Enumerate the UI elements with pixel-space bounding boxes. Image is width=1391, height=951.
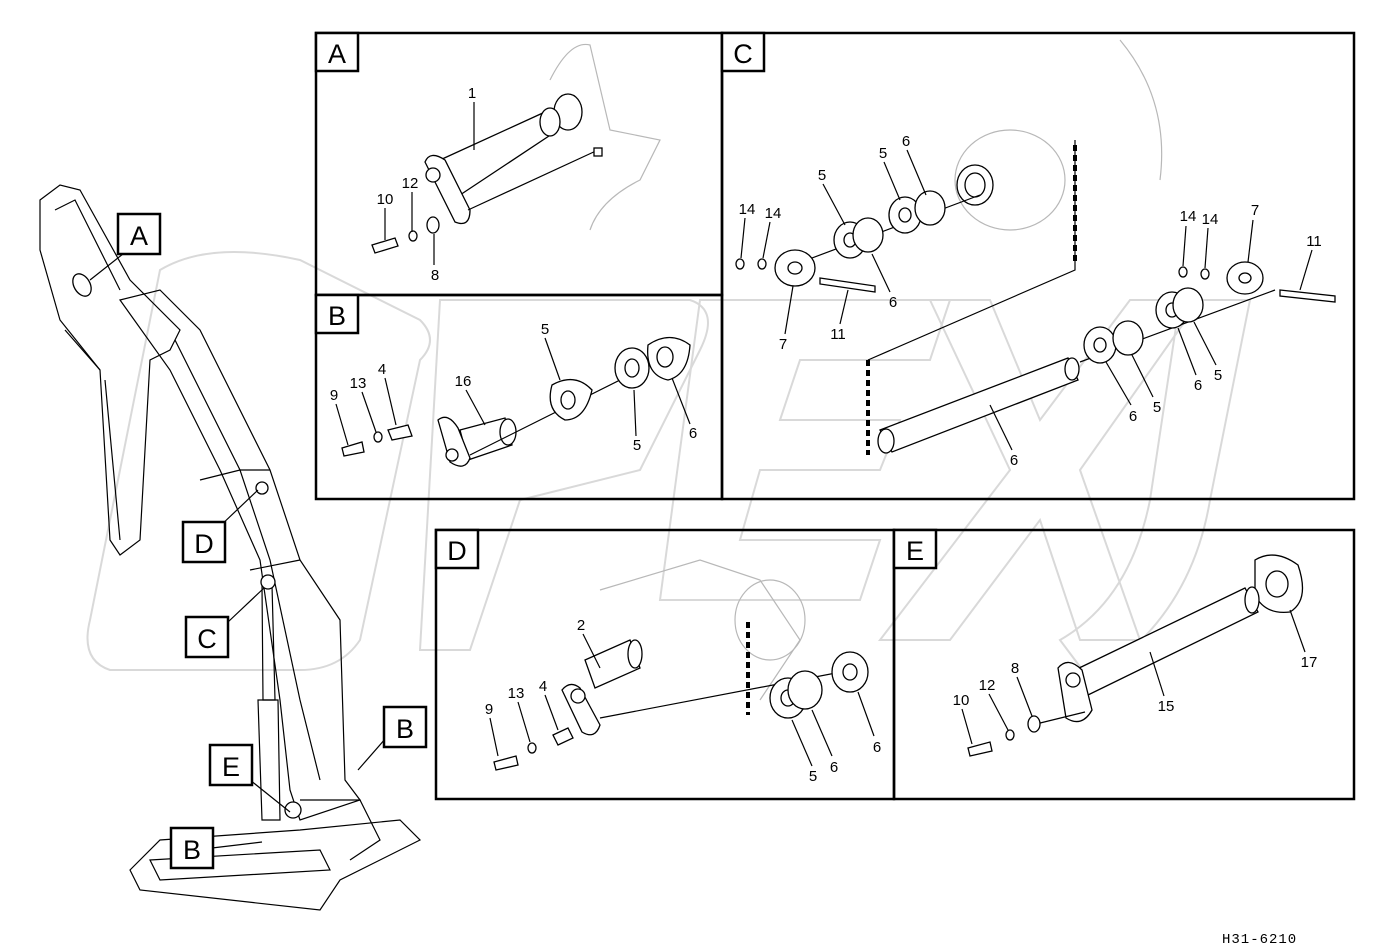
drawing-code: H31-6210 <box>1222 932 1298 948</box>
marker-b-lower[interactable]: B <box>169 826 215 870</box>
callout-c-5a[interactable]: 5 <box>879 145 887 162</box>
callout-d-6b[interactable]: 6 <box>873 739 881 756</box>
callout-e-15[interactable]: 15 <box>1158 698 1175 715</box>
view-c-tag: C <box>720 31 766 73</box>
callout-c-14a[interactable]: 14 <box>739 201 756 218</box>
view-b-tag: B <box>314 293 360 335</box>
callout-c-5d[interactable]: 5 <box>1153 399 1161 416</box>
callout-5-bottom[interactable]: 5 <box>633 437 641 454</box>
detail-view-d: D 2 13 4 9 5 6 6 <box>434 528 896 801</box>
callout-c-6d[interactable]: 6 <box>1129 408 1137 425</box>
callout-d-6a[interactable]: 6 <box>830 759 838 776</box>
callout-c-5c[interactable]: 5 <box>1214 367 1222 384</box>
callout-5-top[interactable]: 5 <box>541 321 549 338</box>
callout-c-14c[interactable]: 14 <box>1180 208 1197 225</box>
view-d-tag: D <box>434 528 480 570</box>
detail-view-b: B 5 13 4 9 16 5 6 <box>314 293 724 501</box>
marker-e[interactable]: E <box>208 743 254 787</box>
callout-e-10[interactable]: 10 <box>953 692 970 709</box>
marker-d-label: D <box>194 529 214 559</box>
callout-c-11a[interactable]: 11 <box>830 326 846 343</box>
svg-text:B: B <box>328 301 346 331</box>
callout-c-6c[interactable]: 6 <box>1194 377 1202 394</box>
svg-text:D: D <box>447 536 467 566</box>
view-e-tag: E <box>892 528 938 570</box>
callout-16[interactable]: 16 <box>455 373 472 390</box>
marker-c-label: C <box>197 624 217 654</box>
marker-b-upper[interactable]: B <box>382 705 428 749</box>
overview-excavator <box>39 184 422 911</box>
svg-text:E: E <box>906 536 924 566</box>
detail-view-e: E 12 8 10 15 17 <box>892 528 1356 801</box>
callout-c-6b[interactable]: 6 <box>889 294 897 311</box>
callout-12[interactable]: 12 <box>402 175 419 192</box>
marker-e-label: E <box>222 752 240 782</box>
callout-c-5b[interactable]: 5 <box>818 167 826 184</box>
callout-6[interactable]: 6 <box>689 425 697 442</box>
callout-4[interactable]: 4 <box>378 361 386 378</box>
callout-e-8[interactable]: 8 <box>1011 660 1019 677</box>
marker-d[interactable]: D <box>181 520 227 564</box>
view-a-tag: A <box>314 31 360 73</box>
callout-13[interactable]: 13 <box>350 375 367 392</box>
callout-c-3[interactable]: 6 <box>1010 452 1018 469</box>
detail-view-a: A 1 12 10 8 <box>314 31 724 297</box>
callout-c-7b[interactable]: 7 <box>1251 202 1259 219</box>
callout-c-14b[interactable]: 14 <box>765 205 782 222</box>
callout-e-12[interactable]: 12 <box>979 677 996 694</box>
svg-text:C: C <box>733 39 753 69</box>
marker-c[interactable]: C <box>184 615 230 659</box>
callout-d-5[interactable]: 5 <box>809 768 817 785</box>
callout-d-9[interactable]: 9 <box>485 701 493 718</box>
marker-a[interactable]: A <box>116 212 162 256</box>
callout-e-17[interactable]: 17 <box>1301 654 1318 671</box>
marker-b-lower-label: B <box>183 835 201 865</box>
callout-9[interactable]: 9 <box>330 387 338 404</box>
callout-10[interactable]: 10 <box>377 191 394 208</box>
callout-d-4[interactable]: 4 <box>539 678 547 695</box>
callout-c-6a[interactable]: 6 <box>902 133 910 150</box>
marker-a-label: A <box>130 221 148 251</box>
callout-1[interactable]: 1 <box>468 85 476 102</box>
detail-view-c: C 5 6 <box>720 31 1356 501</box>
callout-c-11b[interactable]: 11 <box>1306 233 1322 250</box>
callout-c-7a[interactable]: 7 <box>779 336 787 353</box>
callout-8[interactable]: 8 <box>431 267 439 284</box>
callout-c-14d[interactable]: 14 <box>1202 211 1219 228</box>
callout-d-2[interactable]: 2 <box>577 617 585 634</box>
callout-d-13[interactable]: 13 <box>508 685 525 702</box>
marker-b-upper-label: B <box>396 714 414 744</box>
svg-text:A: A <box>328 39 346 69</box>
